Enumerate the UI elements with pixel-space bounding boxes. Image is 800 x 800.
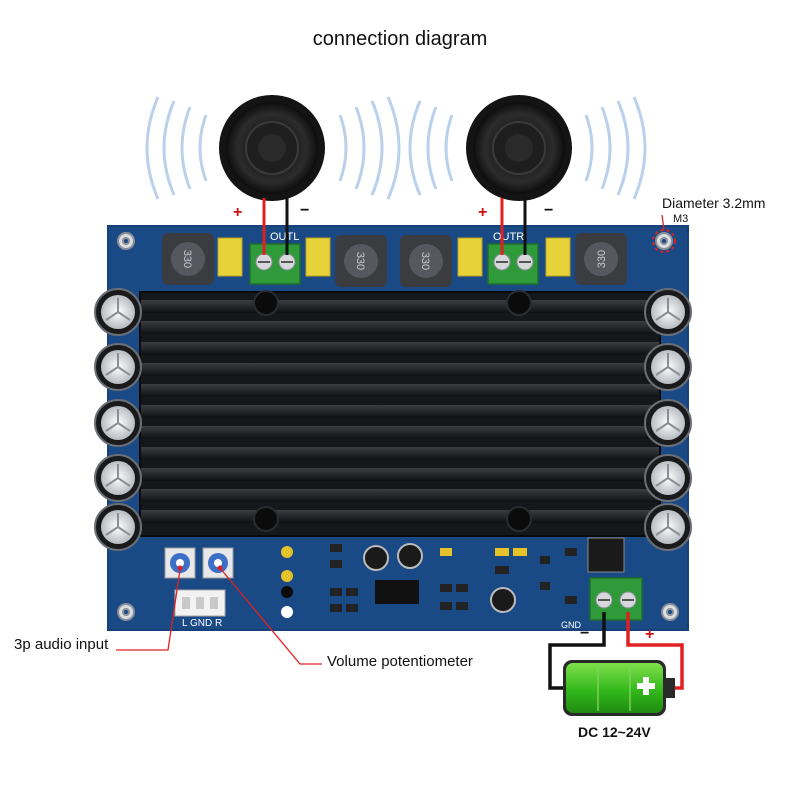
- sound-waves-right: [408, 96, 647, 200]
- sound-waves-left: [145, 96, 401, 200]
- heatsink-fin: [140, 510, 660, 523]
- electrolytic-capacitor: [94, 288, 142, 336]
- electrolytic-capacitor: [94, 343, 142, 391]
- inductor-label: 330: [596, 250, 608, 268]
- power-terminal: [589, 577, 643, 621]
- volume-annotation: Volume potentiometer: [327, 653, 473, 670]
- heatsink-fin: [140, 405, 660, 418]
- electrolytic-capacitor: [644, 288, 692, 336]
- electrolytic-capacitor: [644, 454, 692, 502]
- output-terminal-left: [249, 243, 301, 285]
- out-left-label: OUTL: [270, 231, 299, 243]
- heatsink-fin: [140, 363, 660, 376]
- left-minus-sign: −: [300, 202, 310, 219]
- battery-icon: [563, 660, 675, 716]
- electrolytic-capacitors: [94, 288, 692, 551]
- speaker-wires: [262, 196, 527, 255]
- smd-components: [281, 537, 625, 618]
- volume-potentiometers: [164, 547, 234, 579]
- heatsink-fin: [140, 468, 660, 481]
- inductor-label: 330: [354, 252, 366, 270]
- audio-input-connector: [174, 589, 226, 617]
- right-plus-sign: +: [478, 204, 488, 221]
- film-capacitors: [217, 237, 571, 277]
- heatsink-fin: [140, 447, 660, 460]
- electrolytic-capacitor: [94, 399, 142, 447]
- speaker-left-icon: [219, 95, 325, 201]
- electrolytic-capacitor: [94, 503, 142, 551]
- heatsink-fin: [140, 321, 660, 334]
- page-title: connection diagram: [312, 28, 488, 50]
- inductor-label: 330: [181, 250, 193, 268]
- heatsink-fin: [140, 489, 660, 502]
- power-minus-sign: −: [580, 625, 590, 642]
- mount-hole-icon: [117, 232, 679, 621]
- m3-annotation: M3: [673, 213, 689, 225]
- input-pins-label: L GND R: [182, 618, 222, 629]
- heatsink-fin: [140, 300, 660, 313]
- right-minus-sign: −: [544, 202, 554, 219]
- electrolytic-capacitor: [94, 454, 142, 502]
- inductors: [162, 233, 627, 287]
- power-plus-sign: +: [645, 626, 655, 643]
- out-right-label: OUTR: [493, 231, 524, 243]
- inductor-label: 330: [419, 252, 431, 270]
- heatsink-fin: [140, 426, 660, 439]
- power-annotation: DC 12~24V: [578, 724, 651, 740]
- electrolytic-capacitor: [644, 503, 692, 551]
- m3-hole-marker: [652, 229, 676, 253]
- electrolytic-capacitor: [644, 399, 692, 447]
- speaker-right-icon: [466, 95, 572, 201]
- audio-input-annotation: 3p audio input: [14, 636, 109, 653]
- annotation-leaders: [116, 214, 665, 665]
- diameter-annotation: Diameter 3.2mm: [662, 195, 766, 211]
- power-wires: [548, 612, 684, 690]
- electrolytic-capacitor: [644, 343, 692, 391]
- heatsink-fin: [140, 342, 660, 355]
- output-terminal-right: [487, 243, 539, 285]
- gnd-label: GND: [561, 620, 582, 630]
- heatsink-fin: [140, 384, 660, 397]
- heatsink: [139, 290, 661, 537]
- left-plus-sign: +: [233, 204, 243, 221]
